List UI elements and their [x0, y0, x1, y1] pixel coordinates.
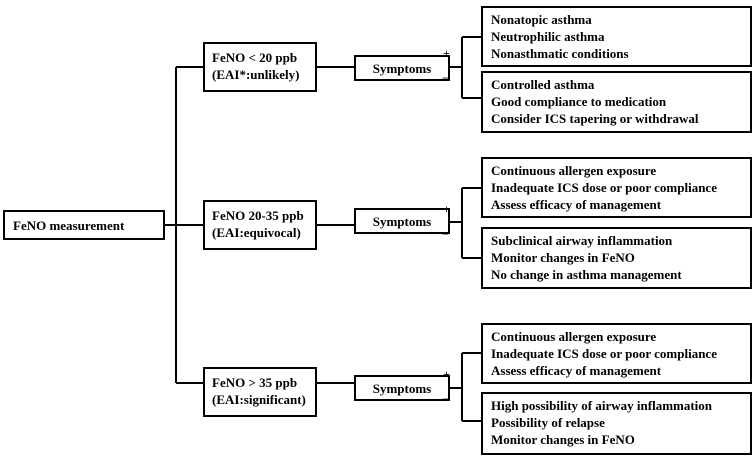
- outcome-item: Nonatopic asthma: [491, 12, 592, 27]
- symptoms-box-2: Symptoms: [354, 208, 450, 234]
- negative-sign-3: −: [442, 392, 449, 406]
- symptoms-label-1: Symptoms: [372, 61, 432, 76]
- outcome-item: Continuous allergen exposure: [491, 329, 657, 344]
- symptoms-label-2: Symptoms: [372, 214, 432, 229]
- positive-sign-3: +: [443, 367, 450, 381]
- feno-high-box: FeNO > 35 ppb (EAI:significant): [203, 367, 317, 417]
- symptoms-box-3: Symptoms: [354, 375, 450, 401]
- feno-high-range: FeNO > 35 ppb: [212, 375, 298, 390]
- positive-sign-1: +: [443, 46, 450, 60]
- outcome-item: Monitor changes in FeNO: [491, 250, 635, 265]
- outcome-positive-box-2: Continuous allergen exposure Inadequate …: [481, 157, 752, 218]
- feno-measurement-box: FeNO measurement: [3, 210, 165, 240]
- outcome-item: High possibility of airway inflammation: [491, 398, 713, 413]
- feno-low-range: FeNO < 20 ppb: [212, 50, 298, 65]
- feno-mid-box: FeNO 20-35 ppb (EAI:equivocal): [203, 200, 317, 250]
- outcome-item: Controlled asthma: [491, 77, 595, 92]
- symptoms-box-1: Symptoms: [354, 55, 450, 81]
- feno-mid-range: FeNO 20-35 ppb: [212, 208, 304, 223]
- symptoms-label-3: Symptoms: [372, 381, 432, 396]
- outcome-item: No change in asthma management: [491, 267, 682, 282]
- feno-mid-eai: (EAI:equivocal): [212, 225, 301, 240]
- outcome-item: Good compliance to medication: [491, 94, 667, 109]
- outcome-positive-box-1: Nonatopic asthma Neutrophilic asthma Non…: [481, 6, 752, 67]
- outcome-negative-box-3: High possibility of airway inflammation …: [481, 392, 752, 455]
- outcome-item: Inadequate ICS dose or poor compliance: [491, 346, 717, 361]
- feno-high-eai: (EAI:significant): [212, 392, 306, 407]
- outcome-item: Nonasthmatic conditions: [491, 46, 629, 61]
- outcome-positive-box-3: Continuous allergen exposure Inadequate …: [481, 323, 752, 384]
- feno-measurement-label: FeNO measurement: [13, 218, 125, 233]
- outcome-item: Monitor changes in FeNO: [491, 432, 635, 447]
- negative-sign-2: −: [442, 227, 449, 241]
- outcome-item: Possibility of relapse: [491, 415, 605, 430]
- negative-sign-1: −: [442, 71, 449, 85]
- outcome-item: Neutrophilic asthma: [491, 29, 605, 44]
- outcome-item: Consider ICS tapering or withdrawal: [491, 111, 699, 126]
- outcome-item: Assess efficacy of management: [491, 363, 662, 378]
- outcome-item: Continuous allergen exposure: [491, 163, 657, 178]
- outcome-item: Subclinical airway inflammation: [491, 233, 673, 248]
- positive-sign-2: +: [443, 202, 450, 216]
- outcome-negative-box-2: Subclinical airway inflammation Monitor …: [481, 227, 752, 289]
- feno-low-box: FeNO < 20 ppb (EAI*:unlikely): [203, 42, 317, 92]
- outcome-item: Inadequate ICS dose or poor compliance: [491, 180, 717, 195]
- outcome-item: Assess efficacy of management: [491, 197, 662, 212]
- feno-low-eai: (EAI*:unlikely): [212, 67, 300, 82]
- outcome-negative-box-1: Controlled asthma Good compliance to med…: [481, 71, 752, 133]
